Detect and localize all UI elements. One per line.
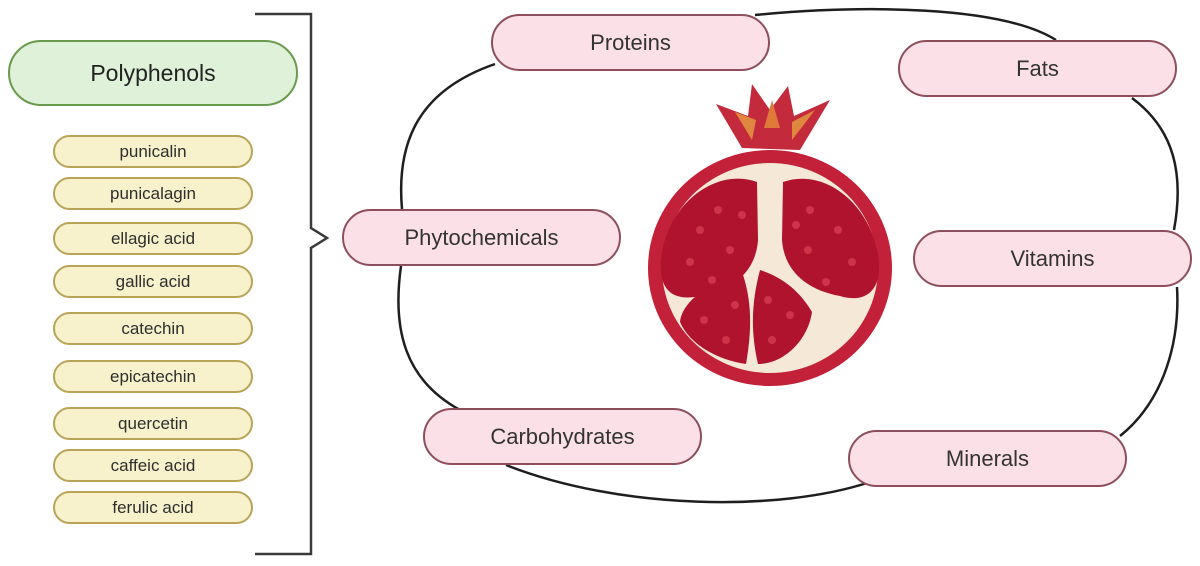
compound-epicatechin: epicatechin: [53, 360, 253, 393]
compound-ellagic-acid: ellagic acid: [53, 222, 253, 255]
connector-proteins-phytochemicals: [399, 62, 496, 210]
connector-minerals-vitamins: [1119, 286, 1179, 437]
pomegranate-icon: [648, 84, 892, 386]
compound-punicalin: punicalin: [53, 135, 253, 168]
connector-phytochemicals-carbohydrates: [397, 265, 461, 412]
compound-catechin: catechin: [53, 312, 253, 345]
connector-carbohydrates-minerals: [505, 463, 871, 504]
compound-punicalagin: punicalagin: [53, 177, 253, 210]
compound-quercetin: quercetin: [53, 407, 253, 440]
polyphenols-label: Polyphenols: [8, 40, 298, 106]
nutrient-minerals: Minerals: [848, 430, 1127, 487]
compound-ferulic-acid: ferulic acid: [53, 491, 253, 524]
nutrient-fats: Fats: [898, 40, 1177, 97]
compound-caffeic-acid: caffeic acid: [53, 449, 253, 482]
connector-vitamins-fats: [1131, 96, 1179, 231]
polyphenol-bracket: [255, 12, 330, 556]
nutrient-carbohydrates: Carbohydrates: [423, 408, 702, 465]
connector-fats-proteins: [754, 8, 1057, 42]
nutrient-vitamins: Vitamins: [913, 230, 1192, 287]
nutrient-phytochemicals: Phytochemicals: [342, 209, 621, 266]
compound-gallic-acid: gallic acid: [53, 265, 253, 298]
nutrient-proteins: Proteins: [491, 14, 770, 71]
